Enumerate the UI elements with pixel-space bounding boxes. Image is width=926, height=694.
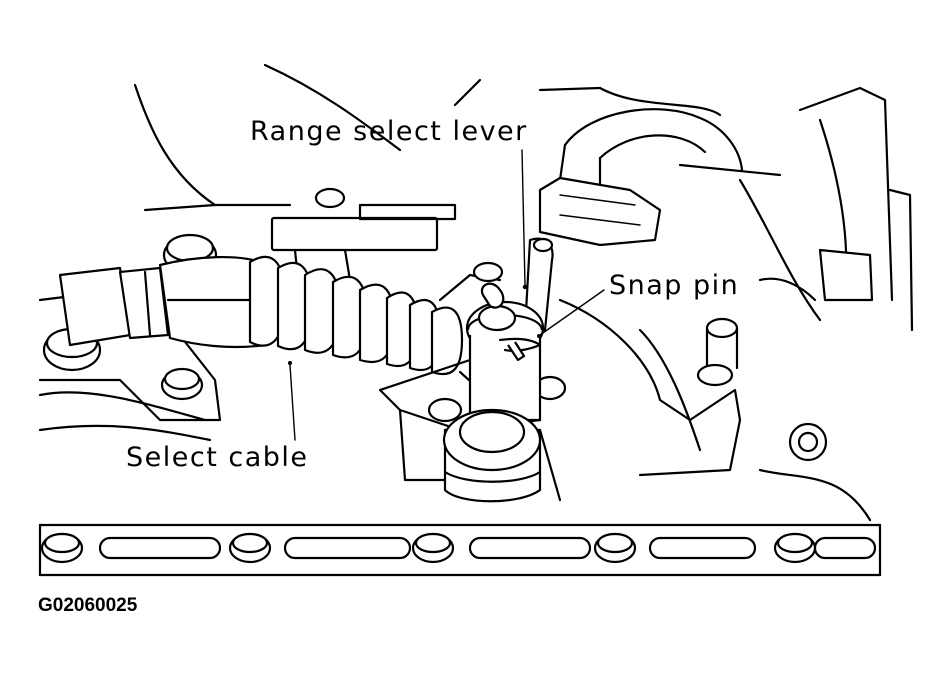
figure-code: G02060025: [38, 595, 138, 616]
select-cable-assembly: [58, 255, 502, 392]
range-select-lever-label: Range select lever: [250, 116, 528, 147]
select-cable-label: Select cable: [126, 442, 309, 473]
corrugated-boot: [248, 255, 464, 376]
snap-pin-label: Snap pin: [609, 270, 740, 301]
right-components: [558, 248, 874, 522]
hose: [538, 108, 744, 247]
leader-lines: [288, 149, 605, 441]
oil-pan-flange: [38, 523, 882, 577]
range-select-lever-assembly: [378, 237, 567, 503]
upper-housing: [133, 63, 914, 332]
housing-bosses: [270, 203, 457, 302]
